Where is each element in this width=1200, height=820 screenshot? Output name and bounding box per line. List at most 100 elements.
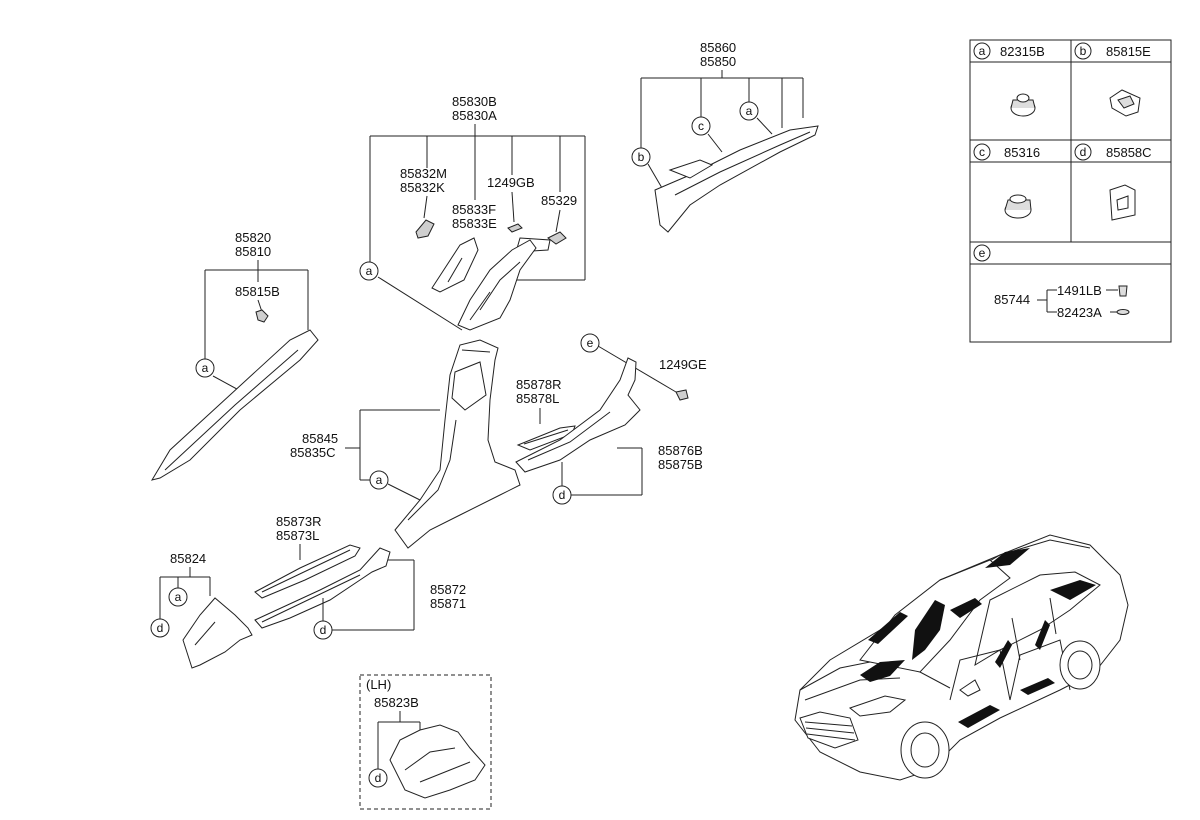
label-85845: 85845 bbox=[302, 431, 338, 446]
label-85832M: 85832M bbox=[400, 166, 447, 181]
callout-d: d bbox=[313, 620, 333, 640]
screw-1491LB-icon bbox=[1118, 285, 1128, 297]
b-pillar-upper-group: 85830B 85830A 85832M 85832K 1249GB 85833… bbox=[359, 94, 586, 331]
rear-pillar-vent bbox=[668, 159, 714, 179]
screw-1249GE bbox=[675, 389, 689, 401]
label-85329: 85329 bbox=[541, 193, 577, 208]
lh-label: (LH) bbox=[366, 677, 391, 692]
lh-dashed-box bbox=[359, 674, 492, 810]
svg-text:a: a bbox=[175, 590, 182, 604]
legend-callout-c: c bbox=[973, 143, 991, 161]
front-door-scuff-trim bbox=[254, 547, 391, 629]
legend-part-82315B: 82315B bbox=[1000, 44, 1045, 59]
svg-text:a: a bbox=[746, 104, 753, 118]
legend-part-85316: 85316 bbox=[1004, 145, 1040, 160]
legend-callout-e: e bbox=[973, 244, 991, 262]
label-85872: 85872 bbox=[430, 582, 466, 597]
callout-d: d bbox=[368, 768, 388, 788]
label-85835C: 85835C bbox=[290, 445, 336, 460]
svg-text:b: b bbox=[1080, 44, 1087, 58]
front-scuff-group: 85873R 85873L 85872 85871 d bbox=[254, 514, 466, 640]
legend-callout-b: b bbox=[1074, 42, 1092, 60]
a-pillar-trim-group: 85820 85810 85815B a bbox=[150, 230, 319, 481]
pillar-opening bbox=[451, 361, 487, 411]
screw-1249GB bbox=[507, 223, 523, 233]
label-1249GE: 1249GE bbox=[659, 357, 707, 372]
svg-text:b: b bbox=[638, 150, 645, 164]
svg-text:a: a bbox=[376, 473, 383, 487]
label-85832K: 85832K bbox=[400, 180, 445, 195]
label-85820: 85820 bbox=[235, 230, 271, 245]
svg-text:a: a bbox=[366, 264, 373, 278]
svg-text:d: d bbox=[157, 621, 164, 635]
label-85823B: 85823B bbox=[374, 695, 419, 710]
callout-c: c bbox=[691, 116, 711, 136]
label-85878L: 85878L bbox=[516, 391, 559, 406]
rear-scuff-group: 1249GE e 85878R 85878L 85876B 85875B d bbox=[515, 333, 707, 505]
label-85830B: 85830B bbox=[452, 94, 497, 109]
cowl-side-trim bbox=[182, 597, 253, 669]
washer-82423A-icon bbox=[1116, 309, 1130, 315]
car-illustration bbox=[794, 534, 1129, 781]
b-pillar-cover-85833 bbox=[431, 237, 479, 293]
label-85810: 85810 bbox=[235, 244, 271, 259]
svg-text:e: e bbox=[587, 336, 594, 350]
label-85860: 85860 bbox=[700, 40, 736, 55]
label-85833E: 85833E bbox=[452, 216, 497, 231]
callout-e: e bbox=[580, 333, 600, 353]
legend-part-82423A: 82423A bbox=[1057, 305, 1102, 320]
clip-85329 bbox=[547, 231, 567, 245]
label-85824: 85824 bbox=[170, 551, 206, 566]
rear-door-scuff-trim bbox=[515, 357, 641, 473]
callout-a: a bbox=[359, 261, 379, 281]
callout-a: a bbox=[168, 587, 188, 607]
label-85876B: 85876B bbox=[658, 443, 703, 458]
svg-text:a: a bbox=[979, 44, 986, 58]
label-85873L: 85873L bbox=[276, 528, 319, 543]
label-85850: 85850 bbox=[700, 54, 736, 69]
label-85830A: 85830A bbox=[452, 108, 497, 123]
svg-text:d: d bbox=[559, 488, 566, 502]
label-85878R: 85878R bbox=[516, 377, 562, 392]
legend-part-85815E: 85815E bbox=[1106, 44, 1151, 59]
callout-d: d bbox=[150, 618, 170, 638]
label-1249GB: 1249GB bbox=[487, 175, 535, 190]
label-85815B: 85815B bbox=[235, 284, 280, 299]
clip-85832 bbox=[415, 219, 435, 239]
label-85875B: 85875B bbox=[658, 457, 703, 472]
legend-callout-a: a bbox=[973, 42, 991, 60]
clip-85858C-icon bbox=[1109, 184, 1136, 221]
rear-pillar-group: 85860 85850 b c a bbox=[631, 40, 819, 233]
svg-text:a: a bbox=[202, 361, 209, 375]
callout-b: b bbox=[631, 147, 651, 167]
center-pillar-lower-trim bbox=[394, 339, 521, 549]
cowl-side-trim-group: 85824 a d bbox=[150, 551, 253, 669]
clip-82315B-icon bbox=[1010, 93, 1036, 117]
legend-part-85858C: 85858C bbox=[1106, 145, 1152, 160]
label-85873R: 85873R bbox=[276, 514, 322, 529]
clip-85815E-icon bbox=[1109, 89, 1141, 117]
callout-a: a bbox=[195, 358, 215, 378]
legend-callout-d: d bbox=[1074, 143, 1092, 161]
callout-d: d bbox=[552, 485, 572, 505]
svg-text:d: d bbox=[375, 771, 382, 785]
clip-85316-icon bbox=[1004, 194, 1032, 219]
clip-85815B bbox=[255, 309, 269, 323]
svg-text:c: c bbox=[979, 145, 985, 159]
callout-a: a bbox=[369, 470, 389, 490]
label-85833F: 85833F bbox=[452, 202, 496, 217]
legend-part-85744: 85744 bbox=[994, 292, 1030, 307]
legend-table: a 82315B b 85815E c 85316 d 85858C e bbox=[969, 39, 1172, 343]
svg-text:c: c bbox=[698, 119, 704, 133]
svg-text:d: d bbox=[1080, 145, 1087, 159]
callout-a: a bbox=[739, 101, 759, 121]
legend-part-1491LB: 1491LB bbox=[1057, 283, 1102, 298]
center-pillar-lower-group: 85845 85835C a bbox=[290, 339, 521, 549]
lh-box-group: (LH) 85823B d bbox=[359, 674, 492, 810]
svg-text:d: d bbox=[320, 623, 327, 637]
rear-pillar-trim bbox=[654, 125, 819, 233]
lh-cowl-trim bbox=[389, 724, 486, 799]
svg-text:e: e bbox=[979, 246, 986, 260]
label-85871: 85871 bbox=[430, 596, 466, 611]
